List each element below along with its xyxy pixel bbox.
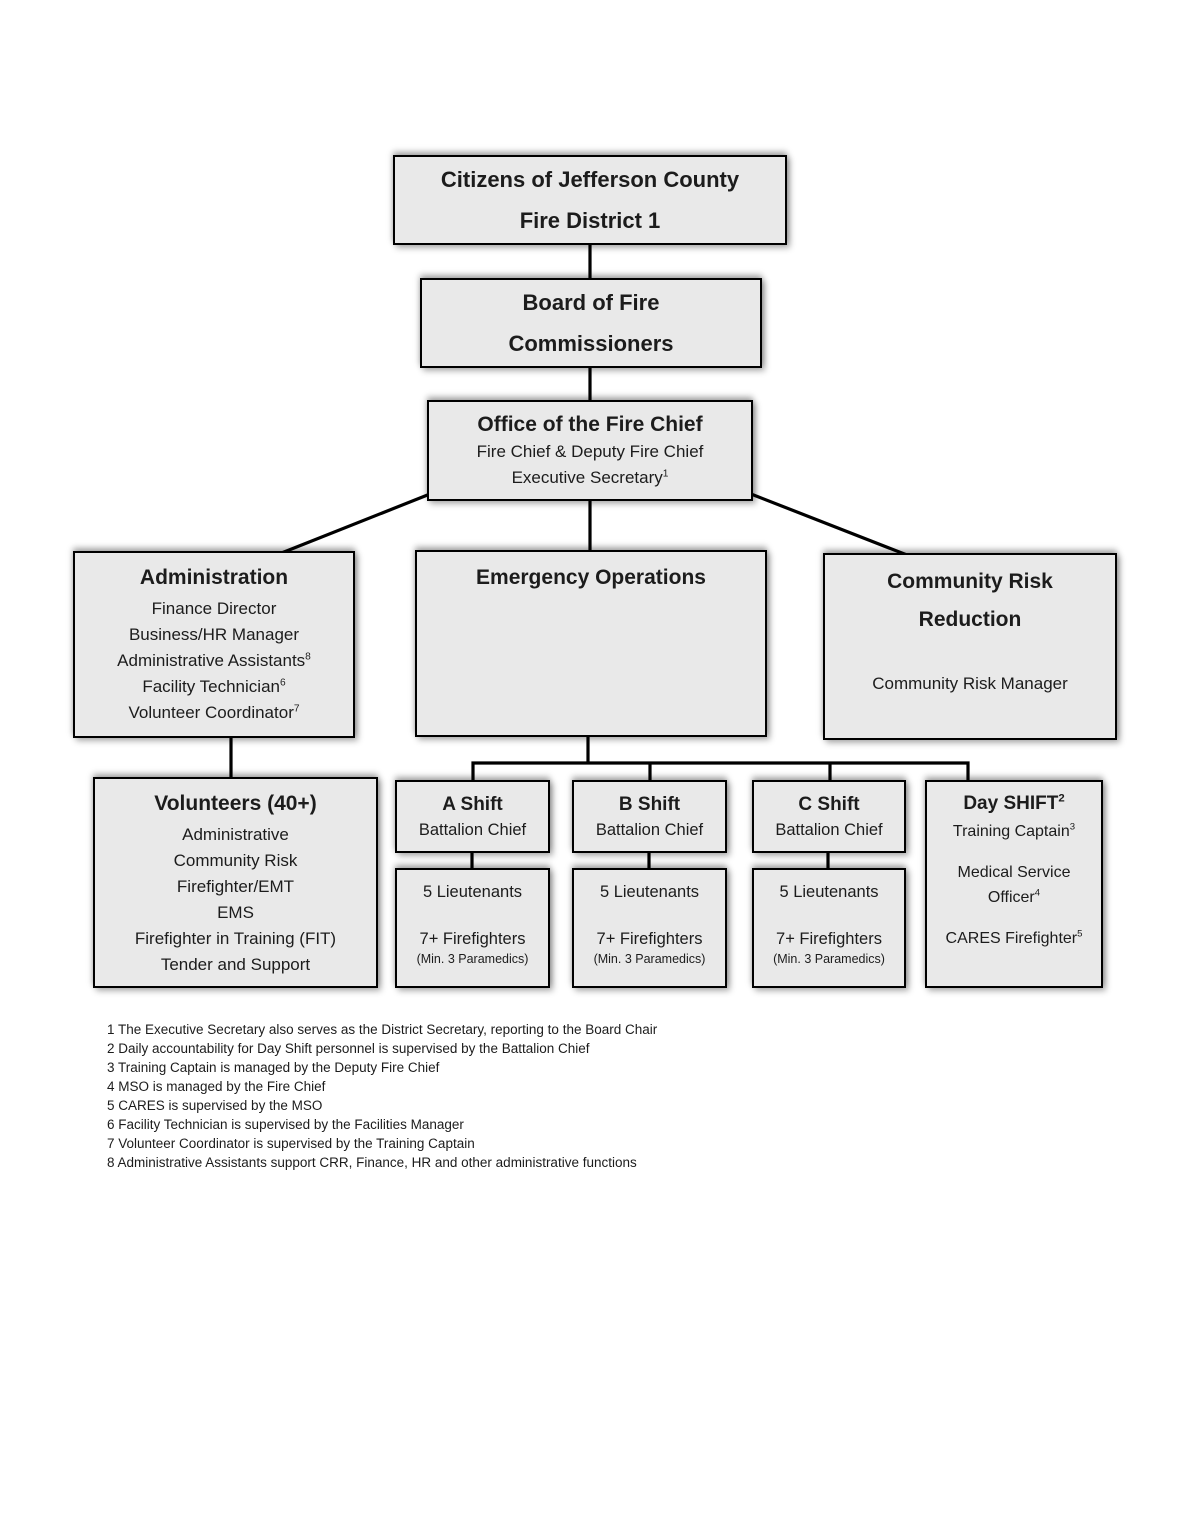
org-box-office-of-fire-chief: Office of the Fire Chief Fire Chief & De… — [427, 400, 753, 501]
emergency-operations-title: Emergency Operations — [476, 566, 706, 589]
volunteers-members: Administrative Community Risk Firefighte… — [135, 822, 336, 978]
a-shift-subtitle: Battalion Chief — [418, 820, 527, 839]
crr-title-line2: Reduction — [918, 608, 1022, 631]
board-line1: Board of Fire — [522, 290, 660, 315]
org-box-c-shift-crew: 5 Lieutenants 7+ Firefighters (Min. 3 Pa… — [752, 868, 906, 988]
administration-members: Finance Director Business/HR Manager Adm… — [117, 596, 311, 726]
org-box-administration: Administration Finance Director Business… — [73, 551, 355, 738]
administration-member-4: Facility Technician6 — [142, 677, 286, 696]
b-shift-subtitle: Battalion Chief — [595, 820, 704, 839]
volunteers-member-4: EMS — [217, 903, 254, 922]
crr-title-line1: Community Risk — [887, 570, 1053, 593]
footnote-ref-5: 5 — [1077, 928, 1083, 940]
footnote-3: 3 Training Captain is managed by the Dep… — [107, 1060, 440, 1075]
org-box-board-of-commissioners: Board of Fire Commissioners — [420, 278, 762, 368]
footnotes: 1 The Executive Secretary also serves as… — [107, 1020, 827, 1172]
connector-office-administration — [278, 492, 431, 556]
org-box-c-shift: C Shift Battalion Chief — [752, 780, 906, 853]
footnote-2: 2 Daily accountability for Day Shift per… — [107, 1041, 590, 1056]
org-box-b-shift: B Shift Battalion Chief — [572, 780, 727, 853]
footnote-ref-6: 6 — [279, 677, 286, 689]
volunteers-title: Volunteers (40+) — [154, 792, 317, 815]
org-box-volunteers: Volunteers (40+) Administrative Communit… — [93, 777, 378, 988]
org-box-a-shift-crew: 5 Lieutenants 7+ Firefighters (Min. 3 Pa… — [395, 868, 550, 988]
administration-member-3: Administrative Assistants8 — [117, 651, 311, 670]
administration-member-1: Finance Director — [151, 599, 277, 618]
footnote-ref-1: 1 — [662, 468, 669, 480]
footnote-6: 6 Facility Technician is supervised by t… — [107, 1117, 464, 1132]
office-title: Office of the Fire Chief — [477, 413, 703, 436]
footnote-ref-8: 8 — [305, 651, 311, 663]
board-line2: Commissioners — [508, 331, 674, 356]
footnote-ref-4: 4 — [1034, 887, 1041, 899]
day-shift-member-1: Training Captain3 — [952, 821, 1076, 840]
org-box-a-shift: A Shift Battalion Chief — [395, 780, 550, 853]
volunteers-member-5: Firefighter in Training (FIT) — [134, 929, 337, 948]
org-box-citizens: Citizens of Jefferson County Fire Distri… — [393, 155, 787, 245]
a-crew-firefighters: 7+ Firefighters — [419, 930, 526, 948]
day-shift-member-2: Medical Service Officer4 — [957, 864, 1071, 906]
c-crew-paramedics-note: (Min. 3 Paramedics) — [773, 952, 885, 966]
day-shift-member-3: CARES Firefighter5 — [945, 928, 1083, 947]
org-box-b-shift-crew: 5 Lieutenants 7+ Firefighters (Min. 3 Pa… — [572, 868, 727, 988]
a-crew-lieutenants: 5 Lieutenants — [422, 883, 523, 901]
b-shift-title: B Shift — [618, 793, 681, 815]
footnote-4: 4 MSO is managed by the Fire Chief — [107, 1079, 326, 1094]
c-crew-lieutenants: 5 Lieutenants — [779, 883, 879, 901]
footnote-5: 5 CARES is supervised by the MSO — [107, 1098, 323, 1113]
a-crew-paramedics-note: (Min. 3 Paramedics) — [416, 952, 529, 966]
b-crew-paramedics-note: (Min. 3 Paramedics) — [593, 952, 706, 966]
c-crew-firefighters: 7+ Firefighters — [776, 930, 882, 948]
connector-office-crr — [750, 492, 908, 557]
footnote-ref-3: 3 — [1069, 821, 1076, 833]
footnote-7: 7 Volunteer Coordinator is supervised by… — [107, 1136, 475, 1151]
citizens-line2: Fire District 1 — [519, 208, 661, 233]
c-shift-title: C Shift — [798, 793, 860, 815]
b-crew-firefighters: 7+ Firefighters — [596, 930, 703, 948]
volunteers-member-6: Tender and Support — [160, 955, 311, 974]
footnote-ref-7: 7 — [293, 703, 300, 715]
volunteers-member-2: Community Risk — [173, 851, 298, 870]
connector-emergency-shift-bus — [471, 735, 970, 781]
footnote-8: 8 Administrative Assistants support CRR,… — [107, 1155, 637, 1170]
office-member-1: Fire Chief & Deputy Fire Chief — [476, 442, 704, 461]
org-box-community-risk-reduction: Community Risk Reduction Community Risk … — [823, 553, 1117, 740]
org-box-day-shift: Day SHIFT2 Training Captain3 Medical Ser… — [925, 780, 1103, 988]
volunteers-member-1: Administrative — [182, 825, 289, 844]
day-shift-title: Day SHIFT2 — [963, 792, 1065, 814]
administration-title: Administration — [139, 566, 289, 589]
citizens-line1: Citizens of Jefferson County — [440, 167, 740, 192]
administration-member-2: Business/HR Manager — [128, 625, 300, 644]
volunteers-member-3: Firefighter/EMT — [176, 877, 295, 896]
crr-member: Community Risk Manager — [872, 674, 1068, 693]
b-crew-lieutenants: 5 Lieutenants — [599, 883, 700, 901]
administration-member-5: Volunteer Coordinator7 — [128, 703, 300, 722]
a-shift-title: A Shift — [442, 793, 503, 815]
footnote-ref-2: 2 — [1058, 792, 1065, 805]
office-member-2: Executive Secretary1 — [511, 468, 669, 487]
footnote-1: 1 The Executive Secretary also serves as… — [107, 1022, 658, 1037]
c-shift-subtitle: Battalion Chief — [775, 820, 883, 839]
org-box-emergency-operations: Emergency Operations — [415, 550, 767, 737]
